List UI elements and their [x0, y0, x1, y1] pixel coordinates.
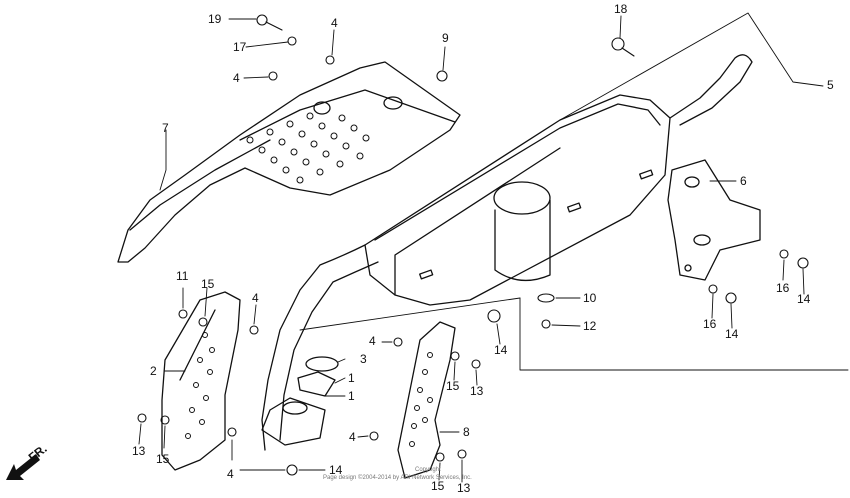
callout-4: 4 — [233, 71, 240, 85]
callout-15: 15 — [156, 452, 170, 466]
heat-shield-part — [117, 61, 461, 263]
copyright-line-1: Copyright — [415, 467, 441, 473]
callout-2: 2 — [150, 364, 157, 378]
callout-1: 1 — [348, 389, 355, 403]
callout-5: 5 — [827, 78, 834, 92]
joint-collar-part — [261, 356, 339, 446]
callout-11: 11 — [176, 269, 189, 283]
copyright-line-2: Page design ©2004-2014 by ARI Network Se… — [323, 475, 472, 481]
callout-13: 13 — [132, 444, 146, 458]
callout-10: 10 — [583, 291, 597, 305]
callout-12: 12 — [583, 319, 597, 333]
callout-6: 6 — [740, 174, 747, 188]
callout-3: 3 — [360, 352, 367, 366]
callout-9: 9 — [442, 31, 449, 45]
callout-4: 4 — [252, 291, 259, 305]
callout-4: 4 — [349, 430, 356, 444]
pipe-protector-right — [397, 321, 456, 479]
callout-1: 1 — [348, 371, 355, 385]
callout-15: 15 — [446, 379, 460, 393]
callout-16: 16 — [703, 317, 717, 331]
leader-lines — [138, 12, 849, 483]
callout-4: 4 — [369, 334, 376, 348]
callout-8: 8 — [463, 425, 470, 439]
callout-15: 15 — [201, 277, 215, 291]
callout-7: 7 — [162, 121, 169, 135]
callout-13: 13 — [470, 384, 484, 398]
copyright-notice: Copyright Page design ©2004-2014 by ARI … — [323, 466, 472, 482]
front-direction-arrow-icon — [6, 454, 40, 480]
callout-14: 14 — [329, 463, 343, 477]
callout-14: 14 — [494, 343, 508, 357]
callout-13: 13 — [457, 481, 471, 495]
fasteners — [137, 14, 809, 476]
callout-15: 15 — [431, 479, 445, 493]
callout-4: 4 — [227, 467, 234, 481]
muffler-part — [261, 54, 753, 451]
callout-14: 14 — [725, 327, 739, 341]
callout-17: 17 — [233, 40, 247, 54]
callout-16: 16 — [776, 281, 790, 295]
callout-14: 14 — [797, 292, 811, 306]
pipe-protector-left — [161, 291, 241, 471]
callout-18: 18 — [614, 2, 628, 16]
callout-19: 19 — [208, 12, 222, 26]
callout-4: 4 — [331, 16, 338, 30]
bracket-part — [667, 159, 761, 281]
